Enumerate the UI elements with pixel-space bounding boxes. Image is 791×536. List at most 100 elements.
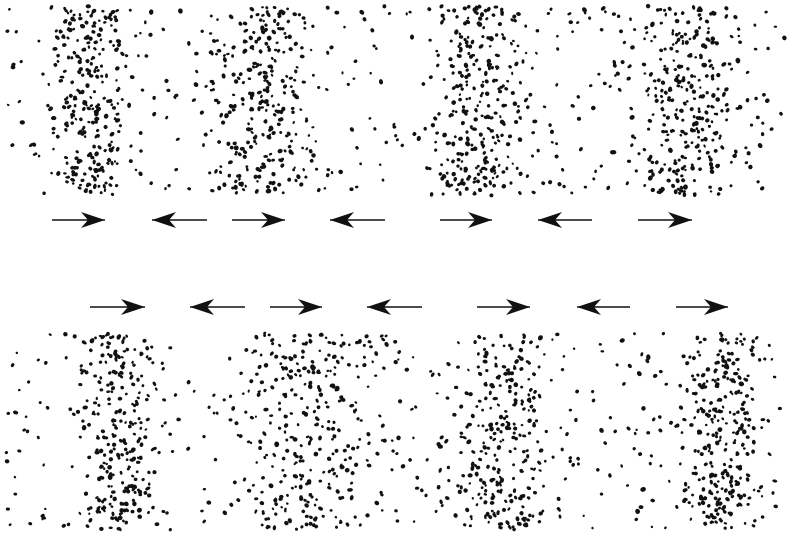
- band-dot: [478, 132, 483, 137]
- band-dot: [103, 453, 107, 457]
- band-dot: [656, 78, 661, 83]
- band-dot: [430, 122, 436, 128]
- band-dot: [483, 493, 487, 497]
- background-dot: [318, 480, 322, 483]
- band-dot: [335, 488, 341, 494]
- background-dot: [152, 96, 156, 100]
- band-dot: [738, 381, 745, 387]
- background-dot: [263, 407, 269, 411]
- band-dot: [103, 21, 107, 24]
- band-dot: [659, 57, 663, 61]
- background-dot: [759, 185, 765, 191]
- background-dot: [28, 522, 33, 526]
- background-dot: [658, 428, 664, 434]
- background-dot: [556, 47, 560, 51]
- right-arrow-icon: [638, 212, 692, 228]
- band-dot: [219, 112, 224, 118]
- band-dot: [66, 36, 70, 40]
- band-dot: [516, 12, 522, 17]
- background-dot: [685, 388, 688, 393]
- background-dot: [463, 62, 469, 69]
- band-dot: [241, 102, 245, 106]
- left-arrow-icon: [330, 212, 385, 228]
- background-dot: [515, 166, 519, 170]
- band-dot: [61, 105, 67, 110]
- band-dot: [269, 69, 274, 74]
- background-dot: [637, 452, 642, 457]
- band-dot: [128, 159, 133, 164]
- band-dot: [516, 109, 521, 115]
- background-dot: [199, 110, 205, 116]
- band-dot: [719, 436, 722, 439]
- background-dot: [530, 154, 534, 158]
- background-dot: [763, 357, 767, 361]
- band-dot: [143, 490, 148, 495]
- background-dot: [165, 115, 169, 120]
- background-dot: [632, 447, 636, 451]
- band-dot: [136, 461, 141, 465]
- band-dot: [356, 375, 360, 379]
- band-dot: [147, 510, 151, 514]
- band-dot: [271, 158, 275, 161]
- band-dot: [464, 151, 469, 156]
- band-dot: [465, 136, 470, 142]
- background-dot: [394, 134, 398, 138]
- band-dot: [659, 21, 663, 25]
- band-dot: [310, 49, 313, 52]
- background-dot: [15, 351, 18, 354]
- band-dot: [119, 470, 123, 475]
- band-dot: [468, 392, 473, 396]
- background-dot: [600, 350, 604, 352]
- band-dot: [453, 513, 458, 519]
- background-dot: [5, 29, 10, 34]
- background-dot: [185, 446, 191, 452]
- band-dot: [226, 53, 230, 56]
- band-dot: [501, 170, 506, 175]
- band-dot: [729, 411, 732, 414]
- band-dot: [482, 441, 485, 444]
- band-dot: [327, 419, 331, 423]
- band-dot: [446, 158, 450, 162]
- band-dot: [120, 98, 124, 102]
- background-dot: [567, 12, 572, 16]
- band-dot: [493, 454, 496, 457]
- background-dot: [738, 40, 743, 45]
- band-dot: [90, 62, 93, 66]
- background-dot: [771, 491, 775, 495]
- band-dot: [251, 65, 256, 70]
- background-dot: [326, 173, 330, 178]
- band-dot: [115, 184, 119, 188]
- band-dot: [732, 14, 738, 20]
- background-dot: [258, 446, 262, 450]
- background-dot: [599, 27, 604, 32]
- background-dot: [139, 131, 143, 135]
- band-dot: [108, 456, 114, 462]
- band-dot: [332, 434, 336, 438]
- band-dot: [673, 12, 677, 16]
- background-dot: [562, 355, 565, 359]
- band-dot: [210, 189, 215, 193]
- band-dot: [258, 18, 262, 23]
- background-dot: [192, 389, 196, 393]
- band-dot: [450, 159, 455, 164]
- band-dot: [746, 435, 750, 439]
- band-dot: [531, 372, 536, 377]
- background-dot: [384, 341, 390, 348]
- band-dot: [118, 397, 123, 401]
- band-dot: [334, 515, 338, 519]
- band-dot: [660, 99, 665, 104]
- band-dot: [315, 398, 319, 403]
- band-dot: [93, 151, 99, 158]
- band-dot: [110, 390, 114, 394]
- background-dot: [51, 126, 56, 130]
- background-dot: [537, 393, 542, 399]
- background-dot: [696, 429, 703, 436]
- band-dot: [289, 85, 293, 89]
- background-dot: [405, 12, 408, 15]
- background-dot: [139, 32, 142, 35]
- background-dot: [494, 53, 500, 58]
- band-dot: [293, 354, 298, 359]
- band-dot: [453, 135, 457, 139]
- band-dot: [675, 504, 679, 509]
- band-dot: [526, 486, 532, 491]
